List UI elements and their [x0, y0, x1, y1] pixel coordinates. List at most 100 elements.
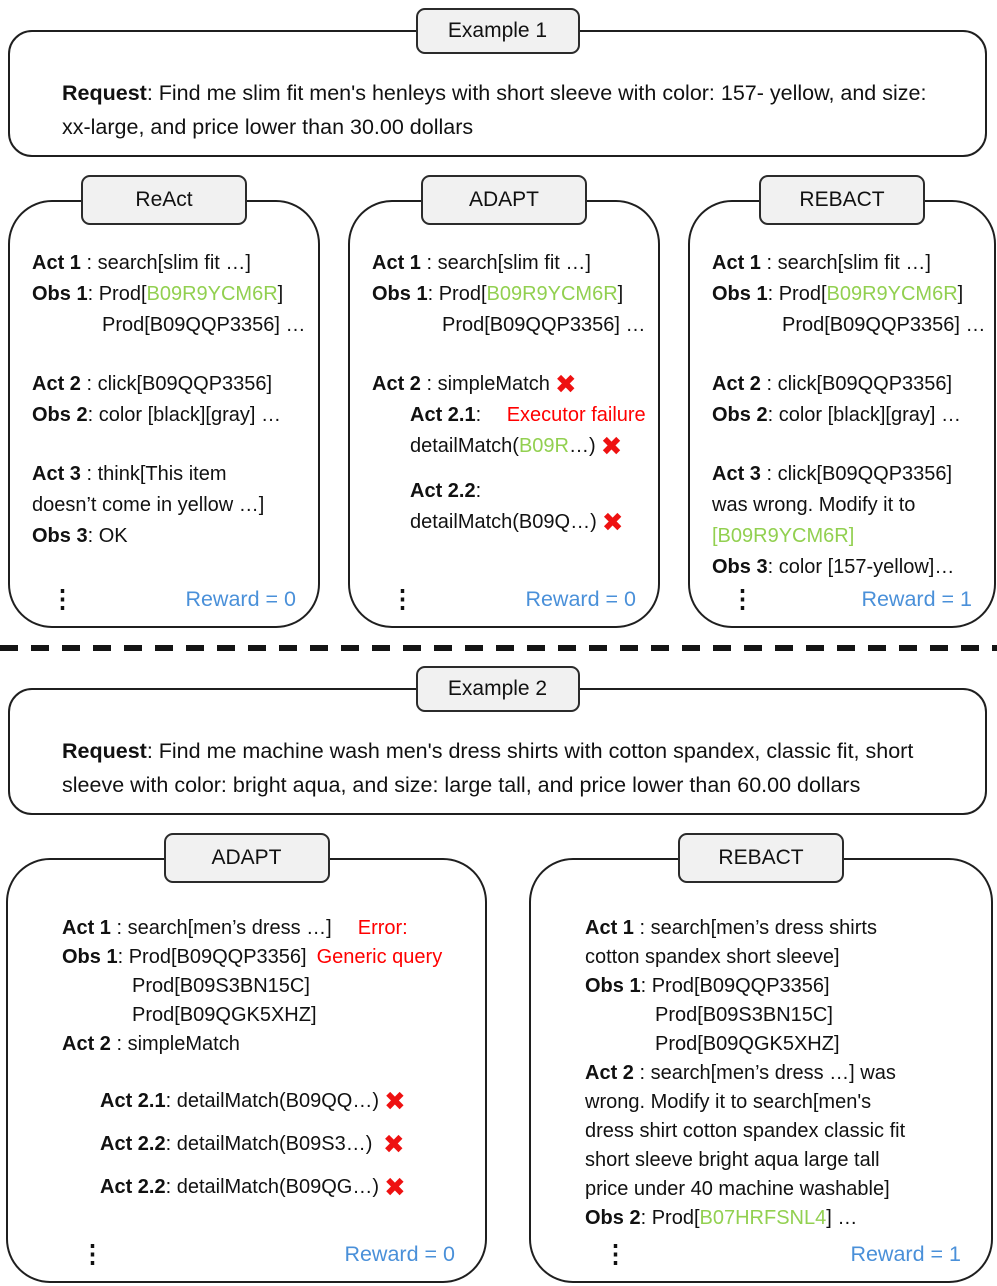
trajectory-line: Act 2.2: — [372, 476, 648, 507]
step-text: Prod[B09QGK5XHZ] — [655, 1033, 840, 1055]
step-text: B09R9YCM6R — [146, 283, 278, 305]
step-label: Obs 1 — [712, 283, 768, 305]
request-label: Request — [62, 81, 147, 105]
example-2-request-box: Example 2 Request: Find me machine wash … — [8, 666, 987, 815]
adapt-trajectory: Act 1 : search[men’s dress …]Error:Obs 1… — [8, 860, 485, 1202]
rebact-trajectory: Act 1 : search[slim fit …]Obs 1: Prod[B0… — [690, 202, 994, 583]
trajectory-line: detailMatch(B09Q…)✖ — [372, 507, 648, 538]
trajectory-line: Act 2.2: detailMatch(B09S3…) ✖ — [62, 1130, 475, 1159]
trajectory-line: cotton spandex short sleeve] — [585, 943, 981, 972]
trajectory-line: Prod[B09QQP3356] … — [32, 310, 308, 341]
request-label: Request — [62, 739, 147, 763]
step-text: : search[slim fit …] — [80, 252, 251, 274]
step-label: Act 2 — [372, 373, 421, 395]
trajectory-line: Prod[B09S3BN15C] — [62, 972, 475, 1001]
react-tab-label: ReAct — [135, 188, 193, 211]
trajectory-line: Act 2 : click[B09QQP3356] — [32, 369, 308, 400]
example-1-request-box: Example 1 Request: Find me slim fit men'… — [8, 8, 987, 157]
vertical-ellipsis-icon: ⋮ — [603, 1240, 628, 1268]
step-label: Obs 2 — [32, 404, 88, 426]
reward-label: Reward = 1 — [850, 1242, 961, 1266]
step-label: Act 2.2 — [100, 1133, 166, 1155]
trajectory-line: Act 2 : simpleMatch✖ — [372, 369, 648, 400]
step-text: Prod[B09S3BN15C] — [132, 975, 310, 997]
step-text: : think[This item — [80, 463, 227, 485]
step-text: Prod[B09S3BN15C] — [655, 1004, 833, 1026]
trajectory-line: Obs 1: Prod[B09R9YCM6R] — [372, 279, 648, 310]
trajectory-line: price under 40 machine washable] — [585, 1175, 981, 1204]
rebact-tab-label: REBACT — [718, 846, 804, 869]
step-text: : search[men’s dress shirts — [633, 917, 877, 939]
step-text: detailMatch(B09Q…) — [410, 511, 597, 533]
step-text: : — [475, 480, 482, 502]
trajectory-line: Prod[B09S3BN15C] — [585, 1001, 981, 1030]
trajectory-line: Act 2 : simpleMatch — [62, 1030, 475, 1059]
example-2-tab-label: Example 2 — [447, 677, 548, 700]
step-text: Error: — [357, 917, 408, 939]
step-label: Obs 1 — [32, 283, 88, 305]
x-mark-icon: ✖ — [384, 1086, 406, 1116]
step-text: [B09R9YCM6R] — [712, 525, 855, 547]
step-text: : color [black][gray] … — [87, 404, 281, 426]
step-label: Obs 1 — [62, 946, 118, 968]
trajectory-line: Obs 2: color [black][gray] … — [712, 400, 984, 431]
step-text: : Prod[ — [87, 283, 147, 305]
panel-rebact-example2: REBACT Act 1 : search[men’s dress shirts… — [529, 833, 993, 1283]
reward-label: Reward = 0 — [344, 1242, 455, 1266]
step-label: Obs 3 — [712, 556, 768, 578]
step-label: Act 1 — [372, 252, 421, 274]
trajectory-line: Prod[B09QQP3356] … — [372, 310, 648, 341]
trajectory-line: detailMatch(B09R…)✖ — [372, 431, 648, 462]
example-2-request-text: Request: Find me machine wash men's dres… — [10, 690, 985, 802]
step-text: Prod[B09QQP3356] … — [102, 314, 306, 336]
reward-label: Reward = 0 — [525, 587, 636, 611]
vertical-ellipsis-icon: ⋮ — [80, 1240, 105, 1268]
request-body: : Find me slim fit men's henleys with sh… — [62, 81, 927, 139]
vertical-ellipsis-icon: ⋮ — [50, 585, 75, 613]
step-text: Generic query — [316, 946, 443, 968]
rebact-tab: REBACT — [678, 833, 844, 883]
x-mark-icon: ✖ — [600, 431, 623, 461]
panel-react-example1: ReAct Act 1 : search[slim fit …] Obs 1: P… — [8, 175, 320, 628]
panel-rebact-example1: REBACT Act 1 : search[slim fit …]Obs 1: … — [688, 175, 996, 628]
trajectory-line: Act 2 : click[B09QQP3356] — [712, 369, 984, 400]
trajectory-line: Act 1 : search[slim fit …] — [712, 248, 984, 279]
trajectory-line: Act 1 : search[slim fit …] — [372, 248, 648, 279]
trajectory-line: dress shirt cotton spandex classic fit — [585, 1117, 981, 1146]
vertical-ellipsis-icon: ⋮ — [730, 585, 755, 613]
trajectory-line: Obs 2: Prod[B07HRFSNL4] … — [585, 1204, 981, 1233]
adapt-tab: ADAPT — [421, 175, 587, 225]
react-footer: ⋮ Reward = 0 — [10, 587, 318, 612]
reward-label: Reward = 1 — [861, 587, 972, 611]
step-text: Prod[B09QGK5XHZ] — [132, 1004, 317, 1026]
step-text: : OK — [87, 525, 128, 547]
x-mark-icon: ✖ — [384, 1172, 406, 1202]
step-text: B09R9YCM6R — [486, 283, 618, 305]
trajectory-line: short sleeve bright aqua large tall — [585, 1146, 981, 1175]
trajectory-line: Act 2 : search[men’s dress …] was — [585, 1059, 981, 1088]
step-label: Act 1 — [712, 252, 761, 274]
step-label: Act 2.1 — [100, 1090, 166, 1112]
step-text: : simpleMatch — [110, 1033, 240, 1055]
step-text: Prod[B09QQP3356] … — [782, 314, 986, 336]
trajectory-line: Obs 3: color [157-yellow]… — [712, 552, 984, 583]
step-label: Act 2 — [585, 1062, 634, 1084]
step-text: Prod[B09QQP3356] … — [442, 314, 646, 336]
step-text: doesn’t come in yellow …] — [32, 494, 265, 516]
step-label: Act 3 — [712, 463, 761, 485]
panel-adapt-example1: ADAPT Act 1 : search[slim fit …]Obs 1: P… — [348, 175, 660, 628]
step-text: B09R9YCM6R — [826, 283, 958, 305]
trajectory-line: Obs 2: color [black][gray] … — [32, 400, 308, 431]
trajectory-line: Obs 1: Prod[B09QQP3356] — [585, 972, 981, 1001]
adapt-footer: ⋮ Reward = 0 — [350, 587, 658, 612]
step-text: B07HRFSNL4 — [699, 1207, 827, 1229]
step-text: wrong. Modify it to search[men's — [585, 1091, 872, 1113]
trajectory-line: [B09R9YCM6R] — [712, 521, 984, 552]
step-text: : click[B09QQP3356] — [760, 373, 953, 395]
step-label: Act 2 — [32, 373, 81, 395]
step-label: Act 1 — [32, 252, 81, 274]
request-body: : Find me machine wash men's dress shirt… — [62, 739, 914, 797]
trajectory-line: Prod[B09QQP3356] … — [712, 310, 986, 341]
step-label: Obs 1 — [372, 283, 428, 305]
